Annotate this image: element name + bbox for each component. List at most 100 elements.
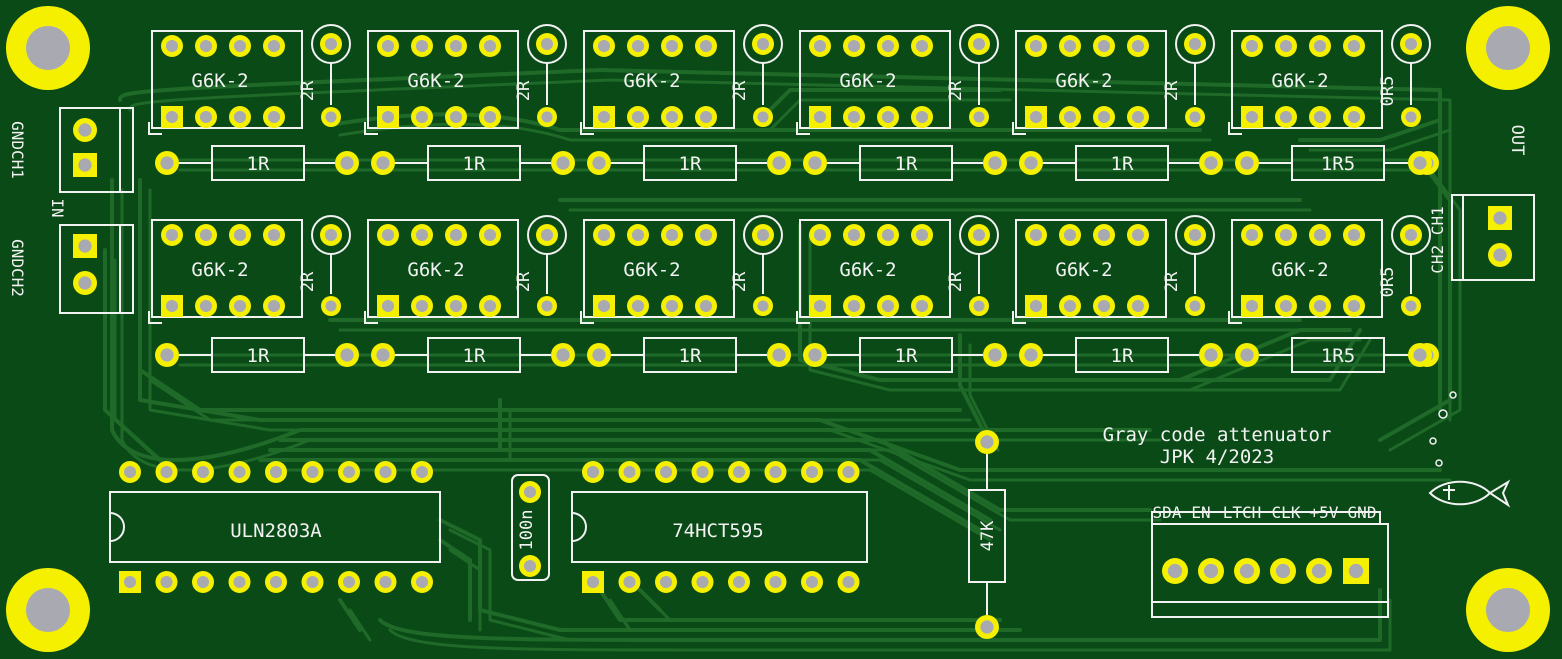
drill-hole (732, 575, 746, 589)
drill-hole (556, 156, 570, 170)
drill-hole (379, 575, 392, 589)
drill-hole (592, 156, 606, 170)
drill-hole (306, 465, 319, 479)
drill-hole (78, 123, 92, 137)
relay-outline (367, 219, 519, 318)
relay-label: G6K-2 (623, 70, 680, 92)
copper-trace (1388, 168, 1462, 452)
mounting-hole-drill (26, 588, 70, 632)
drill-hole (1097, 110, 1111, 124)
drill-hole (165, 228, 179, 242)
drill-hole (1245, 228, 1259, 242)
drill-hole (881, 110, 895, 124)
drill-hole (381, 299, 395, 313)
relay-outline (799, 30, 951, 129)
pin1-marker (1012, 122, 1026, 135)
drill-hole (915, 39, 929, 53)
labels: Gray code attenuator JPK 4/2023 OUT CH2 … (8, 121, 1527, 551)
drill-hole (586, 575, 600, 589)
series-value-label: 1R5 (1321, 345, 1355, 367)
relay-outline (799, 219, 951, 318)
drill-hole (267, 228, 281, 242)
drill-hole (1131, 39, 1145, 53)
drill-hole (915, 228, 929, 242)
copper-trace (1298, 118, 1442, 142)
copper-trace (608, 598, 1012, 632)
drill-hole (1029, 299, 1043, 313)
bubble (1438, 409, 1448, 419)
series-value-label: 1R (463, 153, 486, 175)
drill-hole (1404, 37, 1418, 51)
drill-hole (808, 156, 822, 170)
drill-hole (1024, 348, 1038, 362)
drill-hole (340, 156, 354, 170)
relay-outline (1015, 30, 1167, 129)
drill-hole (1189, 300, 1201, 312)
series-value-label: 1R (679, 153, 702, 175)
drill-hole (1063, 39, 1077, 53)
drill-hole (1167, 563, 1183, 579)
drill-hole (1405, 300, 1417, 312)
drill-hole (306, 575, 319, 589)
relay-label: G6K-2 (191, 70, 248, 92)
copper-trace (148, 378, 972, 422)
shunt-value-label: 2R (514, 271, 534, 292)
series-value-label: 1R (1111, 153, 1134, 175)
series-value-label: 1R (679, 345, 702, 367)
drill-hole (769, 465, 782, 479)
drill-hole (597, 39, 611, 53)
relay-label: G6K-2 (1271, 70, 1328, 92)
ic-uln2803a-outline (109, 491, 441, 563)
drill-hole (381, 110, 395, 124)
drill-hole (342, 575, 356, 589)
output-terminal-outline (1451, 194, 1535, 281)
relay-label: G6K-2 (839, 70, 896, 92)
drill-hole (540, 37, 554, 51)
drill-hole (1063, 110, 1077, 124)
drill-hole (1311, 563, 1327, 579)
drill-hole (160, 156, 174, 170)
copper-trace (278, 438, 1152, 512)
drill-hole (160, 465, 173, 479)
drill-hole (1313, 228, 1327, 242)
drill-hole (699, 110, 713, 124)
copper-trace (958, 333, 990, 442)
drill-hole (659, 575, 673, 589)
resistor-47k-label: 47K (978, 520, 998, 551)
drill-hole (269, 575, 283, 589)
drill-hole (78, 158, 92, 172)
drill-hole (1313, 110, 1327, 124)
drill-hole (1275, 563, 1291, 579)
connector-pin-label-en: EN (1191, 503, 1210, 522)
drill-hole (696, 575, 709, 589)
drill-hole (267, 110, 281, 124)
silkscreen-layer (59, 24, 1535, 618)
copper-trace (338, 122, 1212, 142)
drill-hole (813, 228, 827, 242)
drill-hole (757, 111, 769, 123)
drill-hole (1029, 228, 1043, 242)
drill-hole (1313, 299, 1327, 313)
relay-label: G6K-2 (839, 259, 896, 281)
copper-trace (598, 588, 1002, 622)
connector-pin-label-ltch: LTCH (1223, 503, 1262, 522)
drill-hole (597, 299, 611, 313)
bubble (1449, 391, 1457, 399)
cap-outline (511, 474, 550, 581)
relay-outline (1231, 219, 1383, 318)
drill-hole (199, 110, 213, 124)
bubble (1429, 437, 1437, 445)
drill-hole (160, 348, 174, 362)
series-value-label: 1R (1111, 345, 1134, 367)
shunt-value-label: 2R (298, 80, 318, 101)
drill-hole (842, 575, 855, 589)
relay-label: G6K-2 (407, 259, 464, 281)
drill-hole (597, 110, 611, 124)
fish-logo (1428, 391, 1511, 508)
ic-74hct595-label: 74HCT595 (672, 520, 764, 542)
drill-hole (1204, 348, 1218, 362)
pin1-marker (796, 122, 810, 135)
drill-hole (160, 575, 173, 589)
copper-trace (268, 448, 992, 522)
